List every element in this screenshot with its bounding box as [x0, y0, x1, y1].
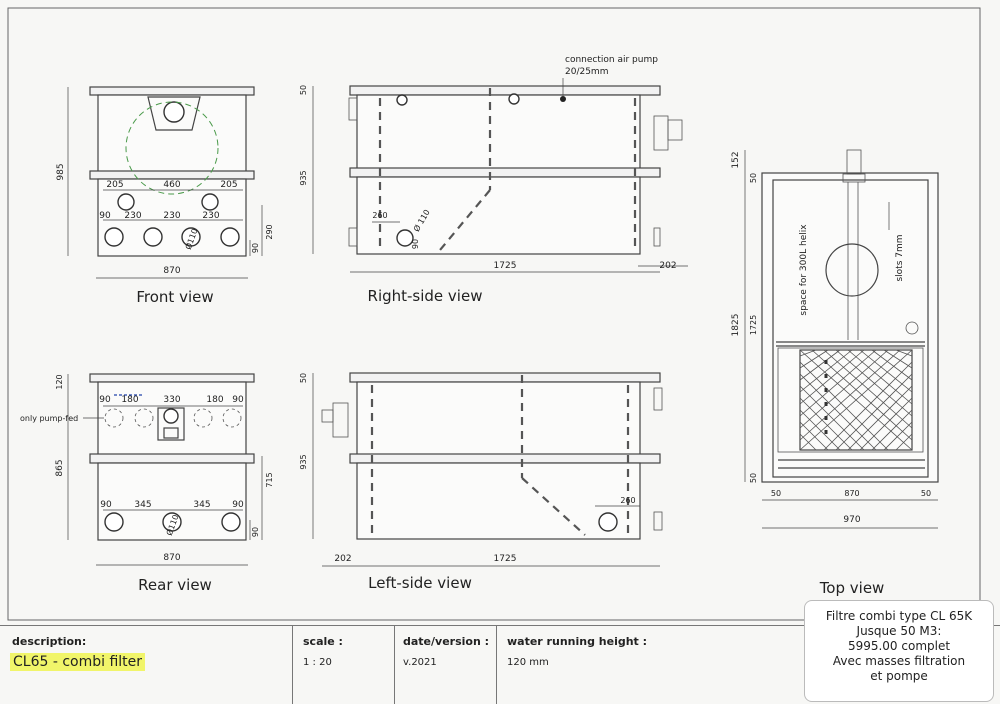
front-side-dim-b: 90	[251, 243, 260, 253]
top-inner-dim: 1725	[749, 315, 758, 335]
rear-top-dim-3: 330	[163, 395, 180, 405]
title-block: description: CL65 - combi filter scale :…	[0, 625, 1000, 704]
front-top-dim-1: 205	[106, 180, 123, 190]
scale-label: scale :	[303, 635, 343, 648]
front-view-label: Front view	[136, 288, 213, 306]
right-90-dim: 90	[411, 239, 420, 249]
pump-fed-note: only pump-fed	[20, 414, 78, 423]
date-value: v.2021	[403, 657, 437, 668]
left-260-dim: 260	[620, 496, 635, 505]
slots-note: slots 7mm	[895, 234, 905, 281]
front-height-dim: 985	[56, 163, 66, 180]
description-cell: description: CL65 - combi filter	[0, 625, 290, 704]
front-top-dim-3: 205	[220, 180, 237, 190]
front-bottom-dim-1: 90	[99, 211, 111, 221]
top-970-dim: 970	[843, 515, 860, 525]
front-bottom-dim-3: 230	[163, 211, 180, 221]
rear-bottom-dim-4: 90	[232, 500, 244, 510]
right-height-dim: 935	[299, 170, 308, 185]
rear-bottom-dim-3: 345	[193, 500, 210, 510]
top-w50b-dim: 50	[921, 489, 931, 498]
right-pump-dim: 202	[659, 261, 676, 271]
rear-height-dim: 865	[55, 459, 65, 476]
rear-view-drawing	[67, 373, 263, 566]
left-height-dim: 935	[299, 454, 308, 469]
price-note: Filtre combi type CL 65K Jusque 50 M3: 5…	[804, 600, 994, 702]
front-view-drawing	[67, 86, 263, 279]
right-view-label: Right-side view	[368, 287, 483, 305]
rear-top-dim-2: 180	[121, 395, 138, 405]
front-width-dim: 870	[163, 266, 180, 276]
rear-top-dim-4: 180	[206, 395, 223, 405]
left-top-dim: 50	[299, 373, 308, 383]
front-bottom-dim-4: 230	[202, 211, 219, 221]
front-bottom-dim-2: 230	[124, 211, 141, 221]
note-line-5: et pompe	[870, 669, 928, 683]
rear-side-dim: 715	[265, 472, 274, 487]
water-cell: water running height : 120 mm	[496, 625, 797, 704]
note-line-3: 5995.00 complet	[847, 639, 951, 653]
rear-bottom-dim-2: 345	[134, 500, 151, 510]
right-260-dim: 260	[372, 211, 387, 220]
scale-cell: scale : 1 : 20	[292, 625, 393, 704]
right-length-dim: 1725	[494, 261, 517, 271]
front-top-dim-2: 460	[163, 180, 180, 190]
top-view-label: Top view	[819, 579, 885, 597]
top-50a-dim: 50	[749, 173, 758, 183]
note-line-2: Jusque 50 M3:	[856, 624, 942, 638]
scale-value: 1 : 20	[303, 657, 332, 668]
air-pump-note-2: 20/25mm	[565, 67, 608, 77]
rear-top-dim-5: 90	[232, 395, 244, 405]
top-view-drawing	[744, 149, 939, 529]
rear-top-dim-1: 90	[99, 395, 111, 405]
left-pump-dim: 202	[334, 554, 351, 564]
rear-view-label: Rear view	[138, 576, 212, 594]
left-view-label: Left-side view	[368, 574, 472, 592]
left-length-dim: 1725	[494, 554, 517, 564]
top-152-dim: 152	[731, 151, 741, 168]
top-870-dim: 870	[844, 489, 859, 498]
rear-width-dim: 870	[163, 553, 180, 563]
top-total-dim: 1825	[731, 314, 741, 337]
top-50b-dim: 50	[749, 473, 758, 483]
note-line-1: Filtre combi type CL 65K	[825, 609, 973, 623]
date-cell: date/version : v.2021	[394, 625, 495, 704]
air-pump-note-1: connection air pump	[565, 55, 658, 65]
description-label: description:	[12, 635, 87, 648]
right-top-dim: 50	[299, 85, 308, 95]
date-label: date/version :	[403, 635, 490, 648]
rear-bottom-dim-1: 90	[100, 500, 112, 510]
helix-note: space for 300L helix	[799, 224, 809, 316]
rear-side-dim-b: 90	[251, 527, 260, 537]
left-view-drawing	[312, 372, 663, 567]
water-value: 120 mm	[507, 657, 549, 668]
description-value: CL65 - combi filter	[10, 653, 146, 671]
front-side-dim-a: 290	[265, 224, 274, 239]
top-w50a-dim: 50	[771, 489, 781, 498]
rear-top-dim: 120	[55, 374, 64, 389]
right-view-drawing	[312, 78, 688, 273]
note-line-4: Avec masses filtration	[832, 654, 966, 668]
water-label: water running height :	[507, 635, 648, 648]
